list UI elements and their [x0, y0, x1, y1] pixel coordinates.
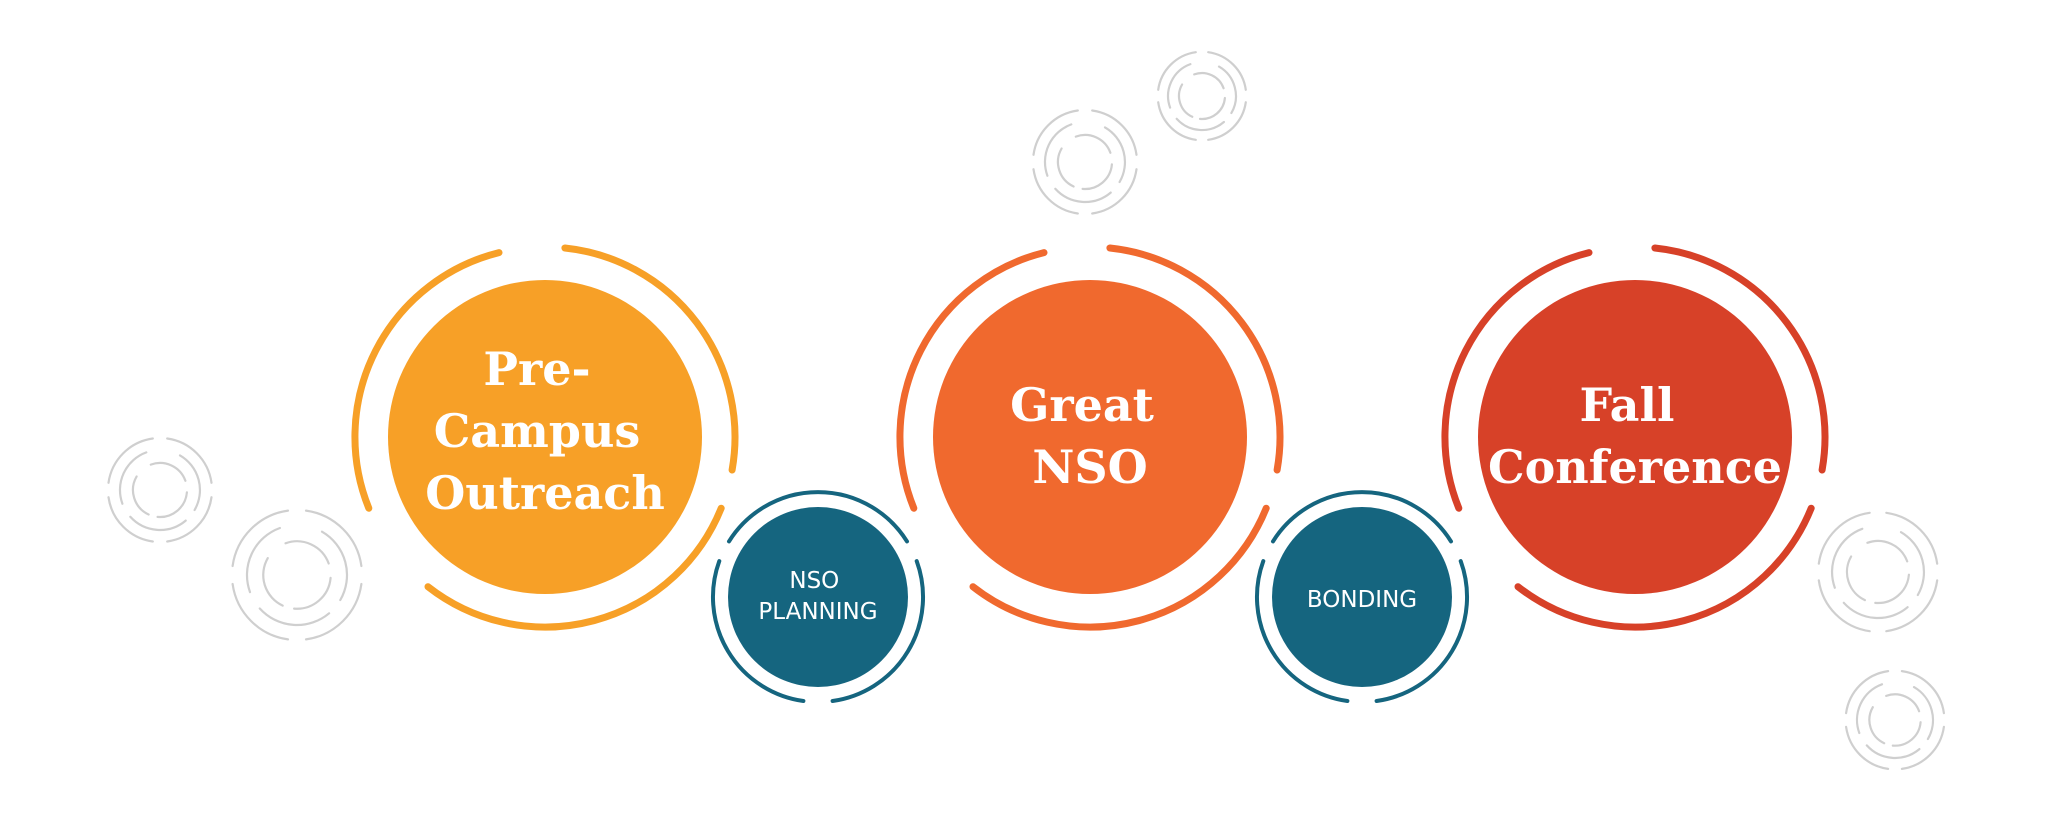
stage-label-line: Outreach [425, 466, 665, 520]
decorative-ring [118, 451, 202, 532]
stage-circle [933, 280, 1247, 594]
decorative-ring [1868, 693, 1922, 747]
decorative-ring [107, 437, 213, 543]
decorative-ring [1167, 62, 1238, 132]
decorative-ring [245, 526, 349, 627]
decorative-ring [1845, 539, 1910, 605]
decorative-ring [1177, 71, 1226, 121]
decorative-ring [131, 461, 188, 519]
stage-label-line: Conference [1488, 440, 1782, 494]
stage-fall-conference: Fall Conference [1441, 244, 1829, 631]
decorative-ring [1157, 51, 1247, 141]
decorative-ring-cluster [1032, 109, 1138, 215]
decorative-ring [1056, 133, 1113, 191]
connector-label: NSO PLANNING [758, 568, 877, 625]
decorative-ring [262, 540, 332, 610]
decorative-ring-cluster [1817, 511, 1939, 633]
connector-circle [728, 507, 908, 687]
stage-circle [1478, 280, 1792, 594]
decorative-ring [1043, 123, 1127, 204]
connector-label-line: NSO [789, 568, 839, 594]
connector-circle [1272, 507, 1452, 687]
stage-label: Pre- Campus Outreach [425, 342, 665, 520]
decorative-ring [1817, 511, 1939, 633]
stage-ring [896, 244, 1284, 631]
stage-ring [1441, 244, 1829, 631]
stage-ring [351, 244, 739, 631]
stage-label-line: NSO [1032, 440, 1147, 494]
connector-ring [711, 490, 925, 703]
stage-pre-campus-outreach: Pre- Campus Outreach [351, 244, 739, 631]
stage-label-line: Campus [434, 404, 641, 458]
stage-circle [388, 280, 702, 594]
connector-bonding: BONDING [1255, 490, 1469, 703]
decorative-ring [1830, 527, 1926, 620]
stage-label: Fall Conference [1488, 378, 1782, 494]
stage-label: Great NSO [1010, 378, 1170, 494]
decorative-ring-clusters [107, 51, 1945, 770]
connector-label: BONDING [1307, 587, 1417, 613]
stage-label-line: Great [1010, 378, 1155, 432]
decorative-ring [1845, 670, 1945, 770]
decorative-ring [1855, 683, 1935, 759]
connector-nso-planning: NSO PLANNING [711, 490, 925, 703]
decorative-ring-cluster [1157, 51, 1247, 141]
connector-label-line: PLANNING [758, 599, 877, 625]
decorative-ring [231, 509, 363, 641]
stage-great-nso: Great NSO [896, 244, 1284, 631]
stage-label-line: Fall [1580, 378, 1675, 432]
connector-ring [1255, 490, 1469, 703]
decorative-ring-cluster [231, 509, 363, 641]
decorative-ring [1032, 109, 1138, 215]
connector-label-line: BONDING [1307, 587, 1417, 613]
decorative-ring-cluster [107, 437, 213, 543]
decorative-ring-cluster [1845, 670, 1945, 770]
stage-label-line: Pre- [483, 342, 590, 396]
